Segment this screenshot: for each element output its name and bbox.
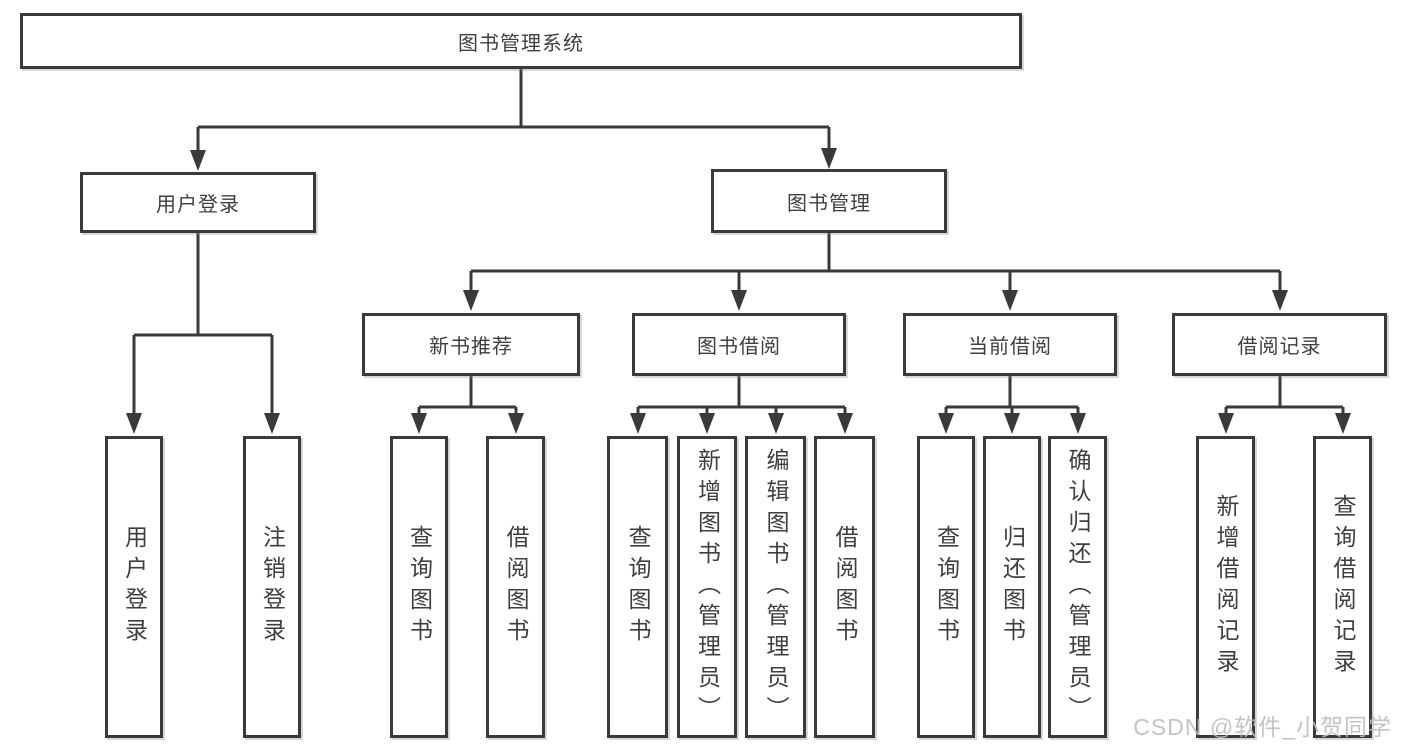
leaf-user-login: 用户登录 — [105, 436, 163, 738]
arrowhead — [1218, 413, 1234, 434]
leaf-cb-confirm-return-admin-label: 确认归还（管理员） — [1065, 447, 1091, 727]
leaf-br-query-record-label: 查询借阅记录 — [1330, 494, 1356, 680]
leaf-bb-add-books-admin: 新增图书（管理员） — [677, 436, 737, 738]
node-book-borrow-label: 图书借阅 — [697, 336, 781, 358]
node-root: 图书管理系统 — [20, 13, 1022, 69]
branch-book-mgmt — [463, 233, 1288, 311]
node-root-label: 图书管理系统 — [458, 32, 584, 55]
arrowhead — [821, 148, 837, 169]
arrowhead — [1004, 413, 1020, 434]
arrowhead — [768, 413, 784, 434]
leaf-nb-query-books: 查询图书 — [390, 436, 448, 738]
leaf-nb-borrow-books: 借阅图书 — [486, 436, 545, 738]
arrowhead — [1335, 413, 1351, 434]
leaf-nb-query-books-label: 查询图书 — [406, 525, 433, 649]
leaf-cb-return-books-label: 归还图书 — [999, 525, 1026, 649]
leaf-logout-label: 注销登录 — [259, 525, 286, 649]
leaf-bb-edit-books-admin: 编辑图书（管理员） — [745, 436, 806, 738]
leaf-user-login-label: 用户登录 — [121, 525, 148, 649]
node-user-login: 用户登录 — [80, 172, 316, 233]
leaf-bb-add-books-admin-label: 新增图书（管理员） — [694, 447, 721, 727]
leaf-br-add-record: 新增借阅记录 — [1196, 436, 1255, 738]
leaf-cb-confirm-return-admin: 确认归还（管理员） — [1048, 436, 1107, 738]
node-book-borrow: 图书借阅 — [632, 313, 846, 376]
arrowhead — [126, 413, 142, 434]
leaf-nb-borrow-books-label: 借阅图书 — [503, 525, 529, 649]
branch-book-borrow — [630, 376, 853, 434]
leaf-cb-query-books-label: 查询图书 — [933, 525, 960, 649]
leaf-bb-query-books: 查询图书 — [607, 436, 668, 738]
arrowhead — [938, 413, 954, 434]
leaf-cb-return-books: 归还图书 — [983, 436, 1041, 738]
node-current-borrow-label: 当前借阅 — [968, 336, 1052, 358]
arrowhead — [630, 413, 646, 434]
branch-borrow-record — [1218, 376, 1351, 434]
leaf-bb-query-books-label: 查询图书 — [625, 525, 651, 649]
arrowhead — [699, 413, 715, 434]
node-user-login-label: 用户登录 — [156, 194, 240, 216]
arrowhead — [837, 413, 853, 434]
leaf-bb-borrow-books-label: 借阅图书 — [832, 525, 858, 649]
node-book-mgmt-label: 图书管理 — [787, 192, 871, 215]
arrowhead — [190, 150, 206, 171]
leaf-cb-query-books: 查询图书 — [917, 436, 975, 738]
branch-new-book — [411, 376, 524, 434]
arrowhead — [463, 290, 479, 311]
arrowhead — [1070, 413, 1086, 434]
branch-root — [190, 69, 837, 171]
node-book-mgmt: 图书管理 — [711, 169, 947, 233]
arrowhead — [264, 413, 280, 434]
watermark: CSDN @软件_小贺同学 — [1133, 714, 1392, 740]
branch-user-login — [126, 233, 280, 434]
arrowhead — [411, 413, 427, 434]
leaf-bb-borrow-books: 借阅图书 — [814, 436, 875, 738]
leaf-br-add-record-label: 新增借阅记录 — [1213, 494, 1239, 680]
arrowhead — [1002, 290, 1018, 311]
leaf-bb-edit-books-admin-label: 编辑图书（管理员） — [763, 447, 789, 727]
leaf-logout: 注销登录 — [243, 436, 301, 738]
node-borrow-records-label: 借阅记录 — [1237, 336, 1322, 358]
node-current-borrow: 当前借阅 — [903, 313, 1117, 376]
node-new-book-recommend: 新书推荐 — [362, 313, 580, 376]
arrowhead — [1272, 290, 1288, 311]
node-new-book-recommend-label: 新书推荐 — [429, 336, 513, 358]
branch-current-borrow — [938, 376, 1086, 434]
leaf-br-query-record: 查询借阅记录 — [1313, 436, 1372, 738]
arrowhead — [731, 290, 747, 311]
node-borrow-records: 借阅记录 — [1172, 313, 1387, 376]
arrowhead — [508, 413, 524, 434]
